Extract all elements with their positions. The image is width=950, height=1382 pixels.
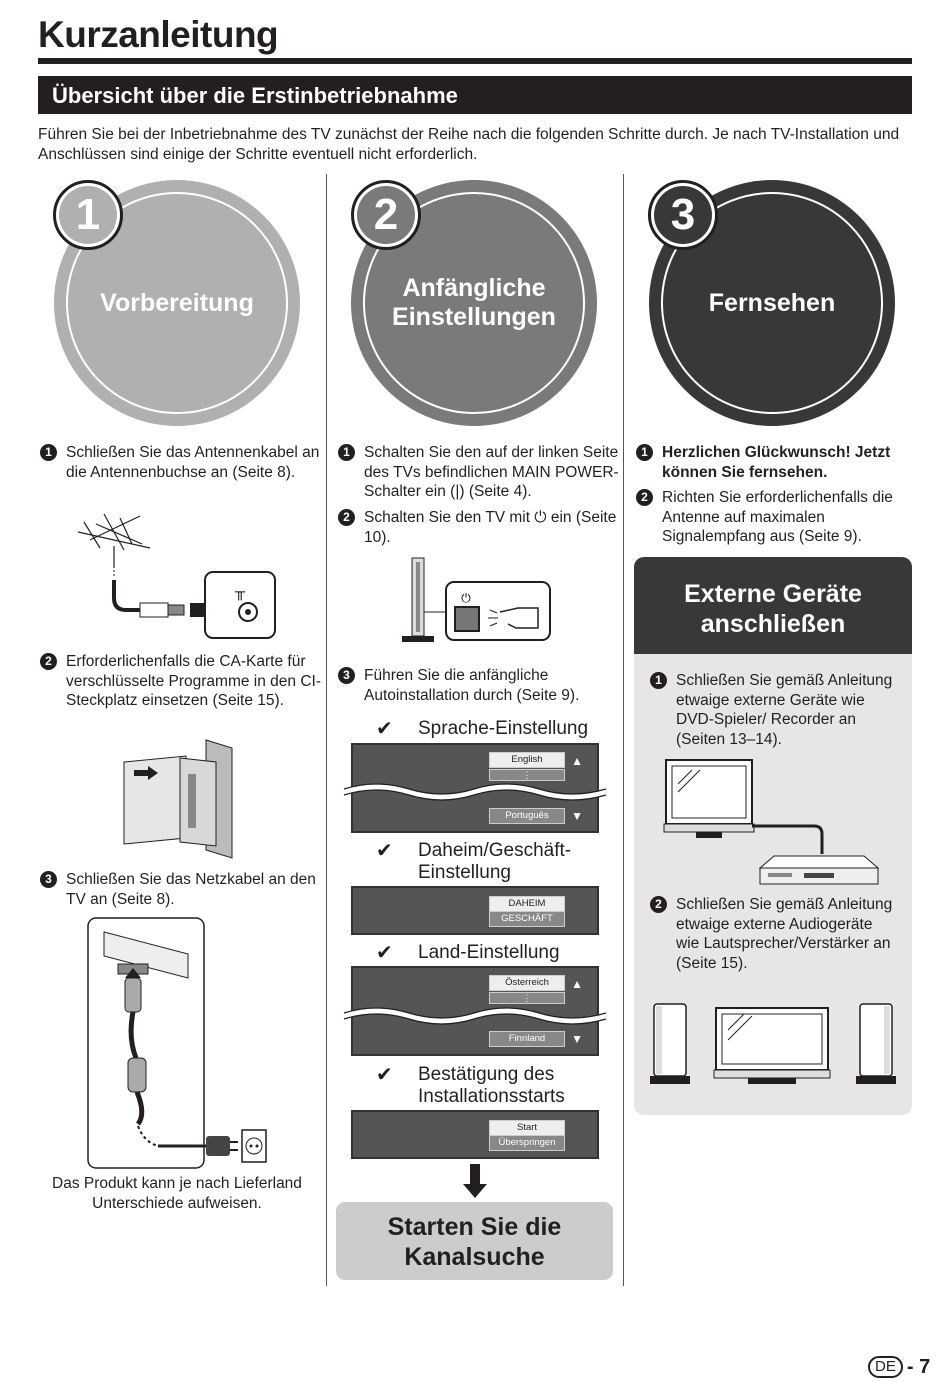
check-label: Sprache-Einstellung — [418, 718, 589, 739]
svg-text:⏻: ⏻ — [461, 591, 471, 605]
step-bullet: 2 — [338, 509, 355, 526]
step-number: 3 — [654, 186, 712, 244]
menu-option: English — [489, 752, 565, 768]
list-item: 3 Schließen Sie das Netzkabel an den TV … — [40, 870, 322, 909]
menu-ellipsis: ⋮ — [489, 769, 565, 781]
menu-option: Start — [489, 1120, 565, 1136]
check-label: Bestätigung des Installationsstarts — [418, 1064, 565, 1107]
list-item: 2 Schalten Sie den TV mit ⏻ ein (Seite 1… — [338, 508, 620, 547]
step-text: Richten Sie erforderlichenfalls die Ante… — [662, 489, 893, 545]
power-cable-illustration — [87, 917, 267, 1169]
page-separator: - — [906, 1356, 914, 1378]
step-text: Schließen Sie gemäß Anleitung etwaige ex… — [676, 672, 893, 748]
step-text: Schließen Sie das Antennenkabel an die A… — [66, 444, 320, 481]
speakers-tv-illustration — [650, 1003, 896, 1084]
list-item: 2 Richten Sie erforderlichenfalls die An… — [636, 488, 912, 547]
step-number-badge: 2 — [351, 180, 421, 250]
menu-screen: Start Überspringen — [351, 1110, 599, 1159]
page-number-value: 7 — [919, 1356, 931, 1378]
menu-option: Österreich — [489, 975, 565, 991]
check-icon: ✔ — [376, 718, 393, 740]
list-item: 1 Herzlichen Glückwunsch! Jetzt können S… — [636, 443, 912, 482]
intro-text: Führen Sie bei der Inbetriebnahme des TV… — [38, 126, 900, 163]
menu-option: GESCHÄFT — [489, 911, 565, 927]
up-arrow-icon: ▲ — [571, 754, 583, 768]
ca-card-illustration — [123, 739, 233, 859]
external-heading-text: Externe Geräte anschließen — [684, 580, 862, 638]
step-text: Schalten Sie den TV mit ⏻ ein (Seite 10)… — [364, 509, 617, 546]
step-text: Führen Sie die anfängliche Autoinstallat… — [364, 667, 580, 704]
list-item: 3 Führen Sie die anfängliche Autoinstall… — [338, 666, 620, 705]
step-number-badge: 1 — [53, 180, 123, 250]
page-number: DE- 7 — [868, 1356, 930, 1379]
step-bullet: 1 — [636, 444, 653, 461]
wave-break — [343, 1007, 607, 1025]
tv-power-illustration: ⏻ — [402, 557, 551, 642]
step-number-badge: 3 — [648, 180, 718, 250]
page-title: Kurzanleitung — [38, 14, 279, 55]
step-heading: Anfängliche Einstellungen — [392, 274, 556, 331]
menu-ellipsis: ⋮ — [489, 992, 565, 1004]
step-heading: Vorbereitung — [100, 288, 254, 317]
check-label: Daheim/Geschäft-Einstellung — [418, 840, 572, 883]
list-item: 1 Schließen Sie das Antennenkabel an die… — [40, 443, 322, 482]
step-number: 1 — [59, 186, 117, 244]
external-devices-heading: Externe Geräte anschließen — [634, 557, 912, 654]
list-item: 1 Schließen Sie gemäß Anleitung etwaige … — [650, 671, 900, 749]
column-divider — [623, 174, 624, 1286]
step-text: Schalten Sie den auf der linken Seite de… — [364, 444, 619, 500]
checklist-item: ✔ Land-Einstellung — [376, 942, 612, 964]
menu-option: Überspringen — [489, 1135, 565, 1151]
down-arrow-icon: ▼ — [571, 809, 583, 823]
section-heading: Übersicht über die Erstinbetriebnahme — [38, 76, 912, 114]
step-text: Herzlichen Glückwunsch! Jetzt können Sie… — [662, 444, 891, 481]
channel-search-callout: Starten Sie die Kanalsuche — [336, 1202, 613, 1280]
check-icon: ✔ — [376, 840, 393, 862]
checklist-item: ✔ Sprache-Einstellung — [376, 718, 612, 740]
svg-text:╥: ╥ — [234, 583, 245, 601]
step-text: Erforderlichenfalls die CA-Karte für ver… — [66, 653, 321, 709]
tv-recorder-illustration — [663, 759, 880, 885]
check-label: Land-Einstellung — [418, 942, 560, 963]
menu-option: Português — [489, 808, 565, 824]
step-bullet: 2 — [650, 896, 667, 913]
step-number: 2 — [357, 186, 415, 244]
down-arrow-icon — [463, 1164, 487, 1198]
column-divider — [326, 174, 327, 1286]
menu-screen: DAHEIM GESCHÄFT — [351, 886, 599, 935]
title-rule — [38, 58, 912, 64]
menu-option: Finnland — [489, 1031, 565, 1047]
caption: Das Produkt kann je nach Lieferland Unte… — [52, 1175, 302, 1212]
check-icon: ✔ — [376, 1064, 393, 1086]
step-bullet: 1 — [650, 672, 667, 689]
menu-option: DAHEIM — [489, 896, 565, 912]
list-item: 1 Schalten Sie den auf der linken Seite … — [338, 443, 620, 502]
list-item: 2 Schließen Sie gemäß Anleitung etwaige … — [650, 895, 900, 973]
step-bullet: 2 — [636, 489, 653, 506]
step-bullet: 3 — [338, 667, 355, 684]
checklist-item: ✔ Daheim/Geschäft-Einstellung — [376, 840, 612, 884]
step-bullet: 2 — [40, 653, 57, 670]
down-arrow-icon: ▼ — [571, 1032, 583, 1046]
check-icon: ✔ — [376, 942, 393, 964]
step-text: Schließen Sie das Netzkabel an den TV an… — [66, 871, 316, 908]
step-bullet: 1 — [338, 444, 355, 461]
wave-break — [343, 783, 607, 801]
list-item: 2 Erforderlichenfalls die CA-Karte für v… — [40, 652, 322, 711]
step-heading: Fernsehen — [708, 288, 836, 317]
step-bullet: 1 — [40, 444, 57, 461]
checklist-item: ✔ Bestätigung des Installationsstarts — [376, 1064, 612, 1108]
antenna-illustration: ╥ — [77, 513, 276, 639]
step-text: Schließen Sie gemäß Anleitung etwaige ex… — [676, 896, 893, 972]
language-badge: DE — [868, 1356, 903, 1378]
up-arrow-icon: ▲ — [571, 977, 583, 991]
step-bullet: 3 — [40, 871, 57, 888]
